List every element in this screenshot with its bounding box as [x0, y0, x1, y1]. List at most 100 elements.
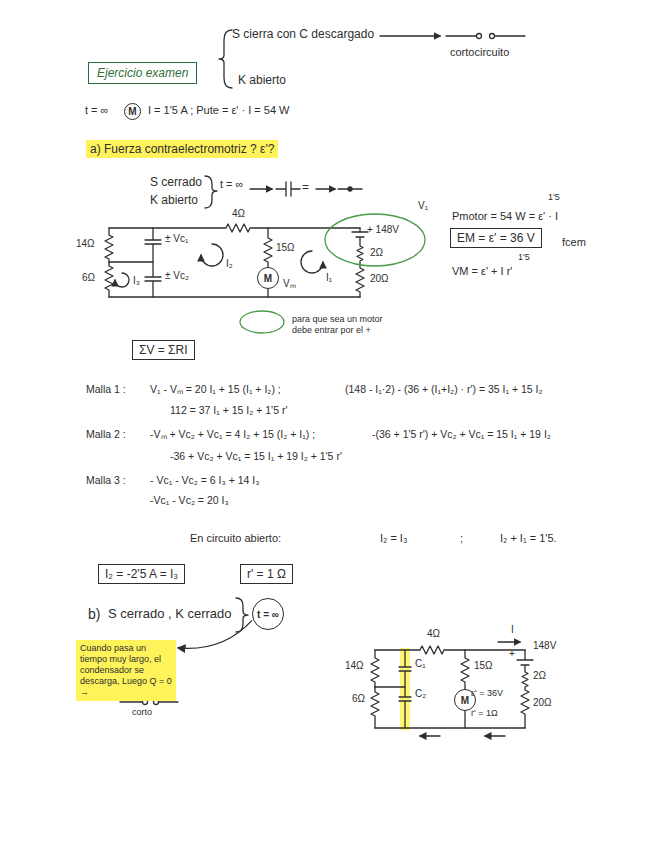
resistor-symbol	[105, 262, 113, 297]
node-text: I₂ = -2'5 A = I₃	[105, 567, 178, 581]
handwritten-label: -Vc₁ - Vc₂ = 20 I₃	[150, 494, 229, 506]
handwritten-label: ± Vc₁	[165, 233, 188, 245]
capacitor-symbol	[145, 228, 161, 297]
handwritten-label: Malla 1 :	[86, 383, 126, 395]
node-dot	[348, 187, 352, 191]
motor-symbol: M	[124, 103, 141, 120]
node-text: M	[128, 106, 136, 117]
handwritten-label: I = 1'5 A ; Pute = ε' · I = 54 W	[148, 104, 290, 117]
current-arrow	[420, 735, 440, 736]
wire	[375, 727, 525, 728]
handwritten-label: 1'5	[518, 252, 530, 262]
handwritten-label: cortocircuito	[450, 46, 509, 59]
terminal	[477, 34, 482, 39]
handwritten-label: +	[509, 648, 515, 660]
yellow-highlight	[400, 648, 410, 730]
arrow	[250, 188, 272, 189]
wire	[109, 296, 360, 297]
green-circle	[240, 311, 284, 333]
motor-symbol: M	[257, 267, 279, 289]
handwritten-label: 4Ω	[232, 208, 245, 220]
handwritten-label: Vₘ	[283, 278, 296, 290]
title-box: Ejercicio examen	[88, 62, 197, 84]
resistor-symbol	[371, 650, 379, 687]
result-box: EM = ε' = 36 V	[450, 228, 542, 248]
handwritten-label: -Vₘ + Vc₂ + Vc₁ = 4 I₂ + 15 (I₂ + I₁) ;	[150, 428, 315, 440]
handwritten-label: 6Ω	[82, 272, 95, 284]
handwritten-label: K abierto	[238, 74, 286, 88]
node-text: ΣV = ΣRI	[139, 343, 188, 357]
handwritten-label: I₁	[326, 272, 332, 284]
handwritten-label: 20Ω	[533, 697, 552, 709]
wire	[109, 261, 153, 262]
handwritten-label: 14Ω	[345, 660, 364, 672]
brace	[205, 176, 217, 208]
handwritten-label: ;	[460, 532, 463, 545]
wire	[375, 646, 525, 654]
handwritten-label: 2Ω	[370, 247, 383, 259]
handwritten-label: =	[302, 181, 309, 195]
battery-symbol	[517, 650, 533, 728]
handwritten-label: ± Vc₂	[165, 270, 189, 282]
handwritten-label: V₁ - Vₘ = 20 I₁ + 15 (I₁ + I₂) ;	[150, 383, 281, 395]
handwritten-label: V₁	[418, 200, 428, 212]
node-text: r' = 1 Ω	[247, 567, 286, 581]
handwritten-label: I	[511, 624, 514, 636]
handwritten-label: + 148V	[367, 224, 399, 236]
battery-symbol	[352, 228, 368, 297]
wire	[109, 224, 360, 232]
handwritten-label: 15Ω	[276, 242, 295, 254]
handwritten-label: para que sea un motor debe entrar por el…	[292, 314, 384, 336]
handwritten-label: -36 + Vc₂ + Vc₁ = 15 I₁ + 19 I₂ + 1'5 r'	[170, 450, 342, 462]
handwritten-label: t = ∞	[85, 104, 108, 117]
node-text: a) Fuerza contraelectromotriz ? ε'?	[90, 142, 274, 156]
resistor-symbol	[371, 687, 379, 728]
current-arrow	[485, 735, 505, 736]
short-circuit-symbol	[446, 35, 525, 36]
handwritten-label: corto	[132, 707, 152, 717]
resistor-symbol	[105, 228, 113, 262]
handwritten-label: K abierto	[150, 194, 198, 208]
node-text: Cuando pasa un tiempo muy largo, el cond…	[80, 643, 172, 698]
handwritten-label: t = ∞	[220, 178, 243, 191]
highlighted-question: a) Fuerza contraelectromotriz ? ε'?	[86, 140, 278, 158]
handwritten-label: 14Ω	[76, 238, 95, 250]
capacitor-symbol	[399, 650, 411, 728]
handwritten-label: 6Ω	[352, 693, 365, 705]
handwritten-label: I₃	[133, 275, 140, 287]
handwritten-label: (148 - I₁·2) - (36 + (I₁+I₂) · r') = 35 …	[345, 383, 543, 395]
result-box: I₂ = -2'5 A = I₃	[98, 564, 185, 584]
node-text: EM = ε' = 36 V	[457, 231, 535, 245]
handwritten-label: S cierra con C descargado	[232, 28, 374, 42]
handwritten-label: I₂	[226, 258, 233, 270]
handwritten-label: I₂ = I₃	[380, 532, 407, 545]
node-text: M	[264, 273, 272, 284]
node-text: Ejercicio examen	[97, 66, 188, 80]
handwritten-label: ε' = 36V	[471, 688, 503, 698]
node-text: M	[461, 695, 469, 706]
loop-arrow	[201, 244, 223, 266]
node-text: t = ∞	[257, 609, 279, 620]
current-arrow	[498, 641, 520, 642]
loop-arrow	[301, 251, 323, 273]
handwritten-label: En circuito abierto:	[190, 532, 281, 545]
arrow	[380, 35, 440, 36]
handwritten-label: Pmotor = 54 W = ε' · I	[452, 210, 558, 223]
handwritten-label: 112 = 37 I₁ + 15 I₂ + 1'5 r'	[170, 404, 287, 416]
arrow	[316, 188, 335, 189]
condition-circle: t = ∞	[252, 598, 284, 630]
capacitor-symbol	[276, 182, 300, 196]
loop-arrow	[115, 273, 129, 287]
curved-arrow	[178, 620, 252, 648]
handwritten-label: S cerrado	[150, 176, 202, 190]
handwritten-label: S cerrado , K cerrado	[108, 607, 232, 622]
handwritten-label: r' = 1Ω	[471, 708, 498, 718]
handwritten-label: 2Ω	[533, 670, 546, 682]
handwritten-label: 148V	[533, 640, 556, 652]
formula-box: ΣV = ΣRI	[132, 340, 195, 360]
result-box: r' = 1 Ω	[240, 564, 293, 584]
handwritten-label: I₂ + I₁ = 1'5.	[500, 532, 557, 545]
